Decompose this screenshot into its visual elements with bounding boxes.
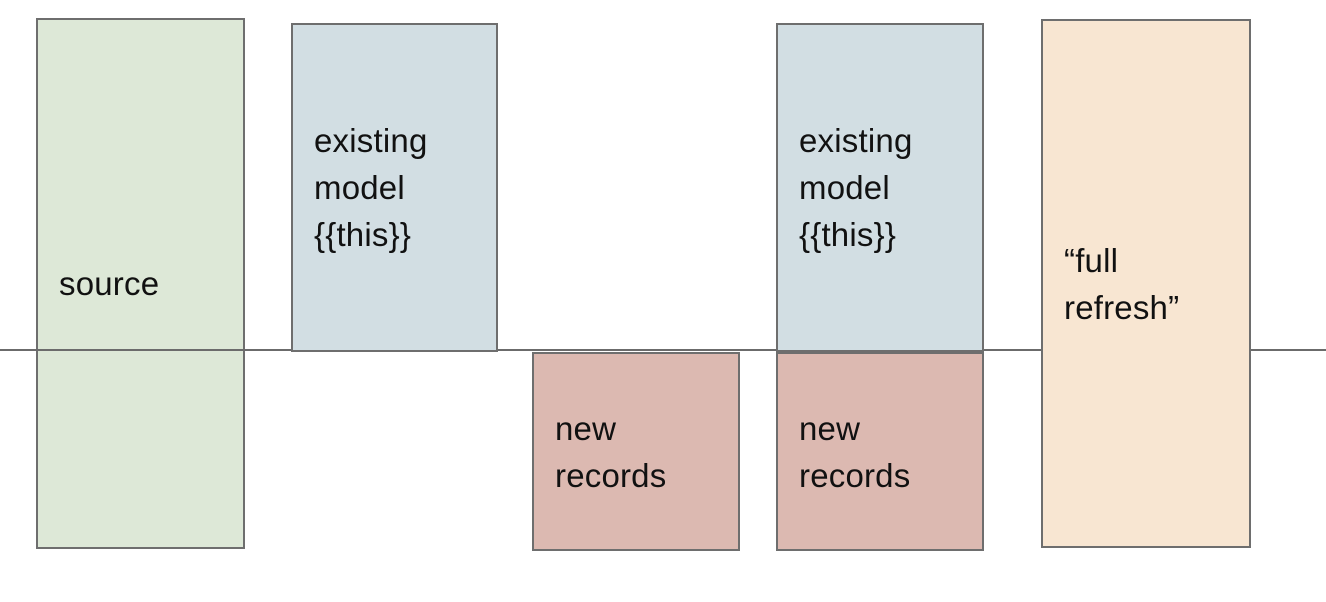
box-existing-model-2-label: existing model {{this}} — [799, 122, 913, 253]
box-source: source — [36, 18, 245, 549]
box-full-refresh: “full refresh” — [1041, 19, 1251, 548]
box-new-records-2-label: new records — [799, 409, 911, 494]
box-existing-model-1: existing model {{this}} — [291, 23, 498, 352]
box-existing-model-2: existing model {{this}} — [776, 23, 984, 352]
box-existing-model-1-label: existing model {{this}} — [314, 122, 428, 253]
box-new-records-1: new records — [532, 352, 740, 551]
timeline-divider-line — [0, 349, 1326, 351]
box-new-records-2: new records — [776, 352, 984, 551]
box-full-refresh-label: “full refresh” — [1064, 241, 1180, 326]
box-new-records-1-label: new records — [555, 409, 667, 494]
box-source-label: source — [59, 265, 160, 302]
